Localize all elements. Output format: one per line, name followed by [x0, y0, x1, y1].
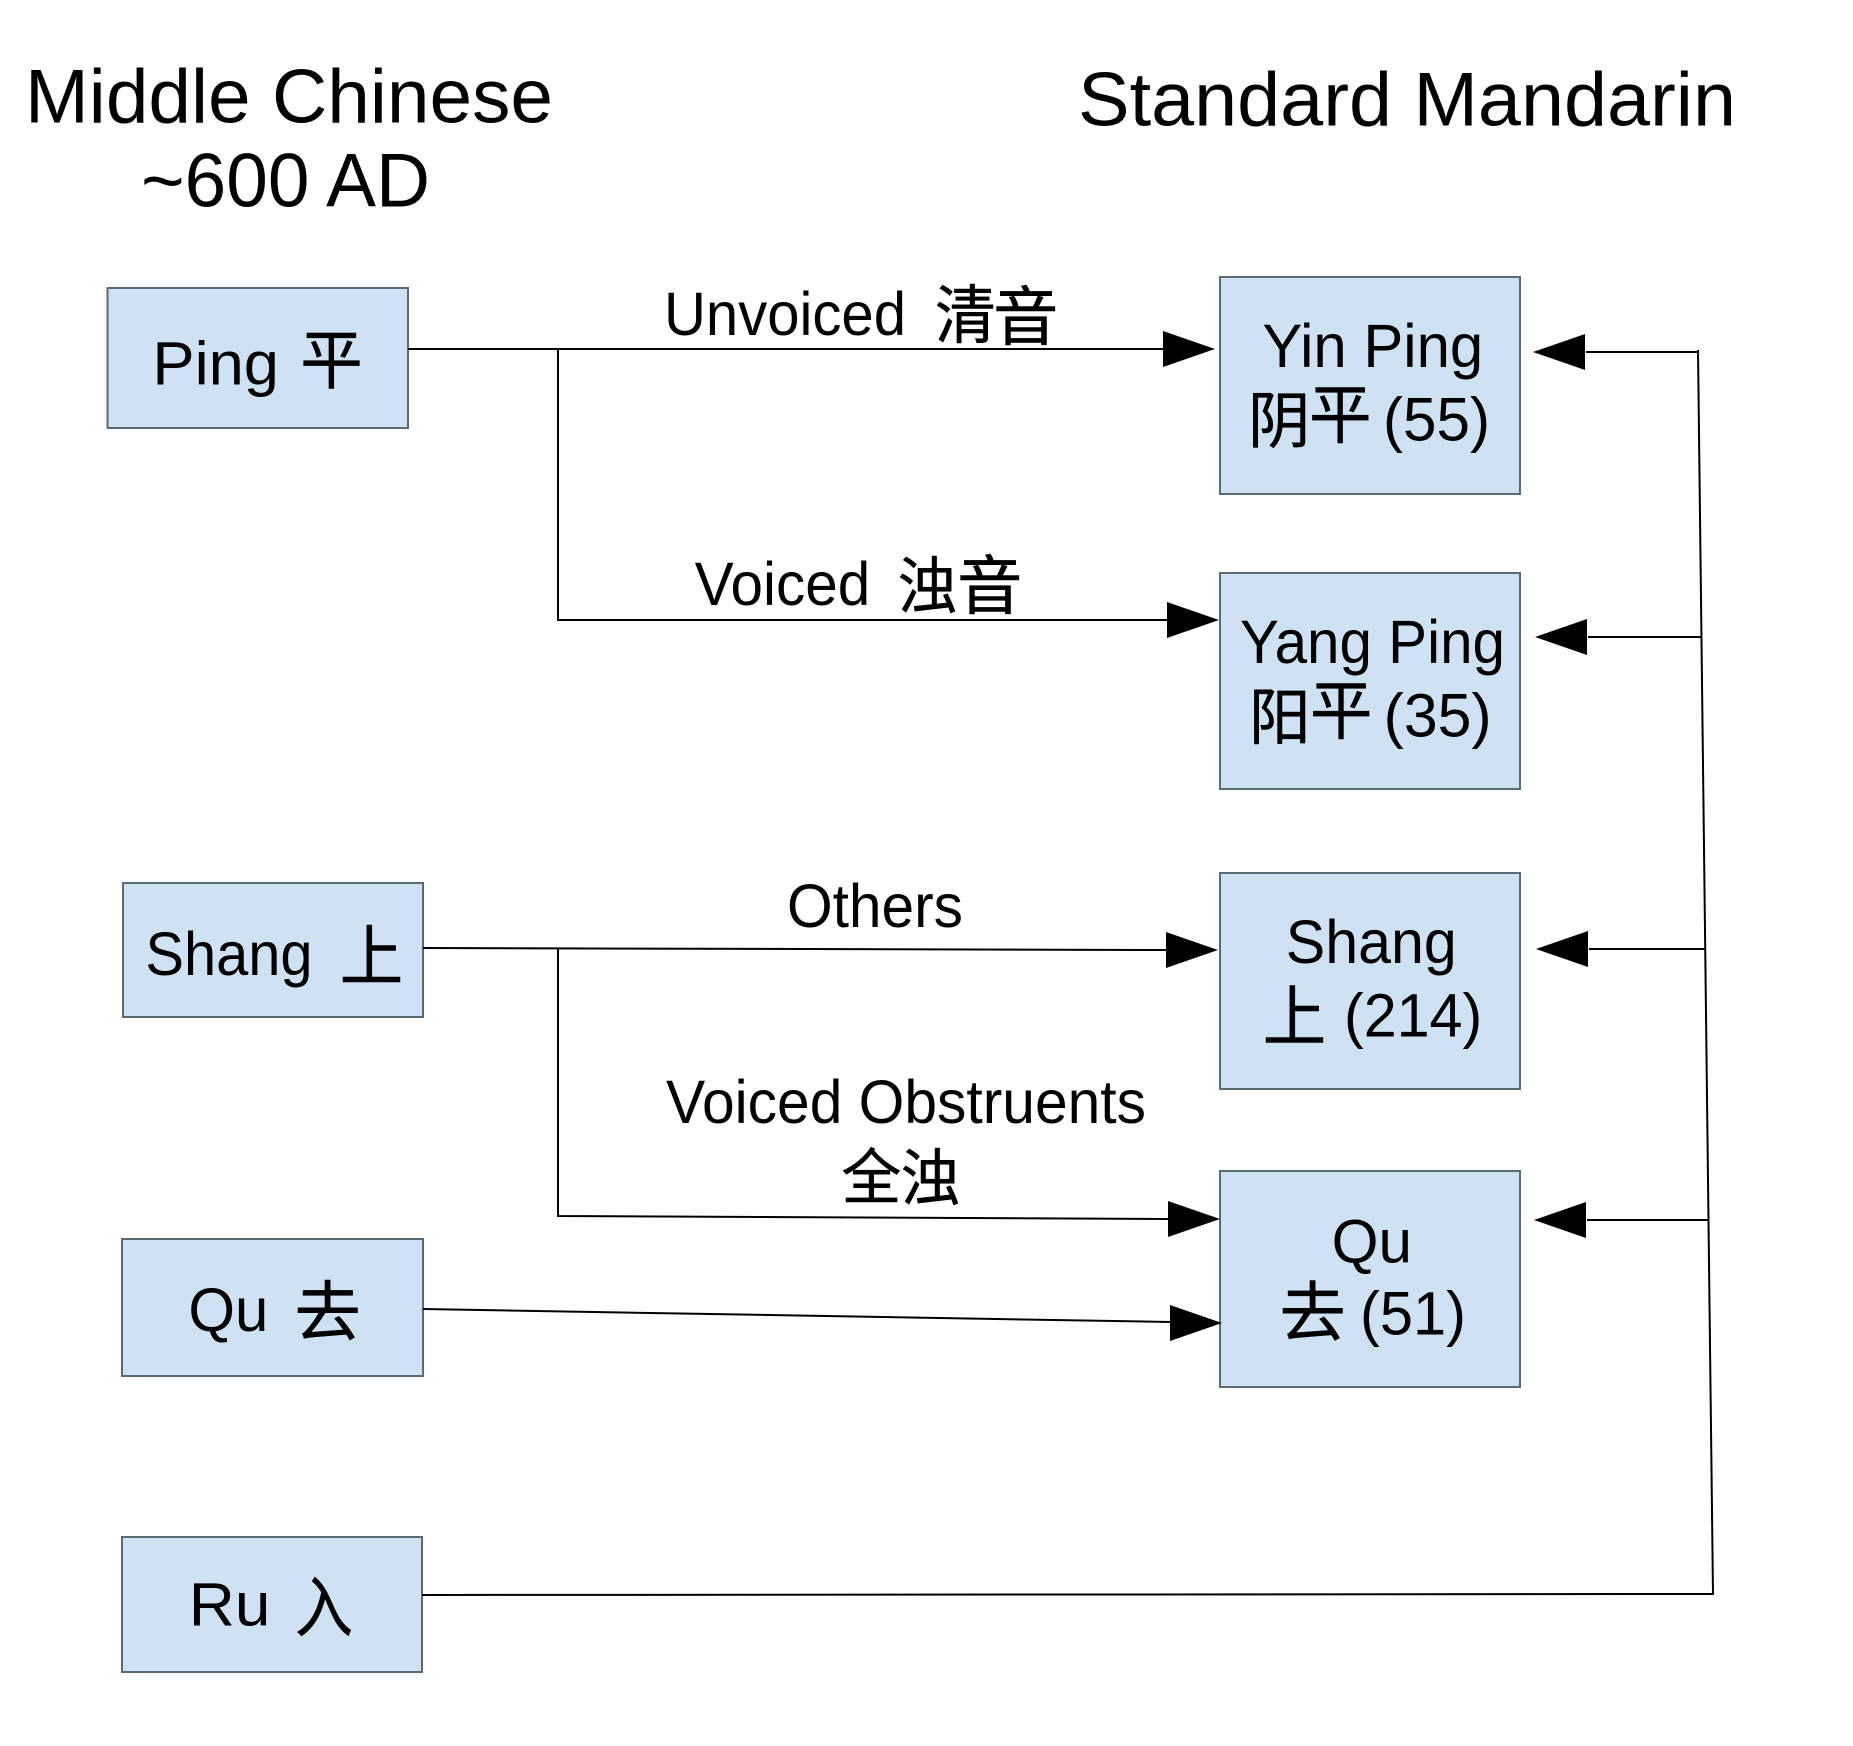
- svg-text:(214): (214): [1344, 982, 1482, 1050]
- svg-text:Voiced: Voiced: [695, 550, 870, 618]
- svg-text:(55): (55): [1383, 386, 1490, 454]
- svg-text:Yang Ping: Yang Ping: [1240, 608, 1505, 676]
- svg-text:Standard Mandarin: Standard Mandarin: [1078, 58, 1736, 143]
- svg-text:Voiced Obstruents: Voiced Obstruents: [666, 1068, 1146, 1136]
- svg-text:Unvoiced: Unvoiced: [664, 280, 906, 348]
- svg-text:Qu: Qu: [188, 1276, 268, 1344]
- svg-text:Middle Chinese: Middle Chinese: [25, 55, 553, 140]
- svg-text:(35): (35): [1384, 682, 1492, 750]
- svg-text:Shang: Shang: [1286, 908, 1457, 976]
- svg-text:Others: Others: [787, 872, 963, 940]
- svg-text:~600 AD: ~600 AD: [141, 139, 430, 224]
- svg-text:(51): (51): [1360, 1280, 1466, 1348]
- svg-text:Qu: Qu: [1332, 1208, 1412, 1276]
- svg-text:Shang: Shang: [145, 920, 312, 988]
- svg-text:Ru: Ru: [189, 1571, 271, 1639]
- svg-text:Ping: Ping: [152, 330, 279, 398]
- svg-text:Yin Ping: Yin Ping: [1262, 312, 1483, 380]
